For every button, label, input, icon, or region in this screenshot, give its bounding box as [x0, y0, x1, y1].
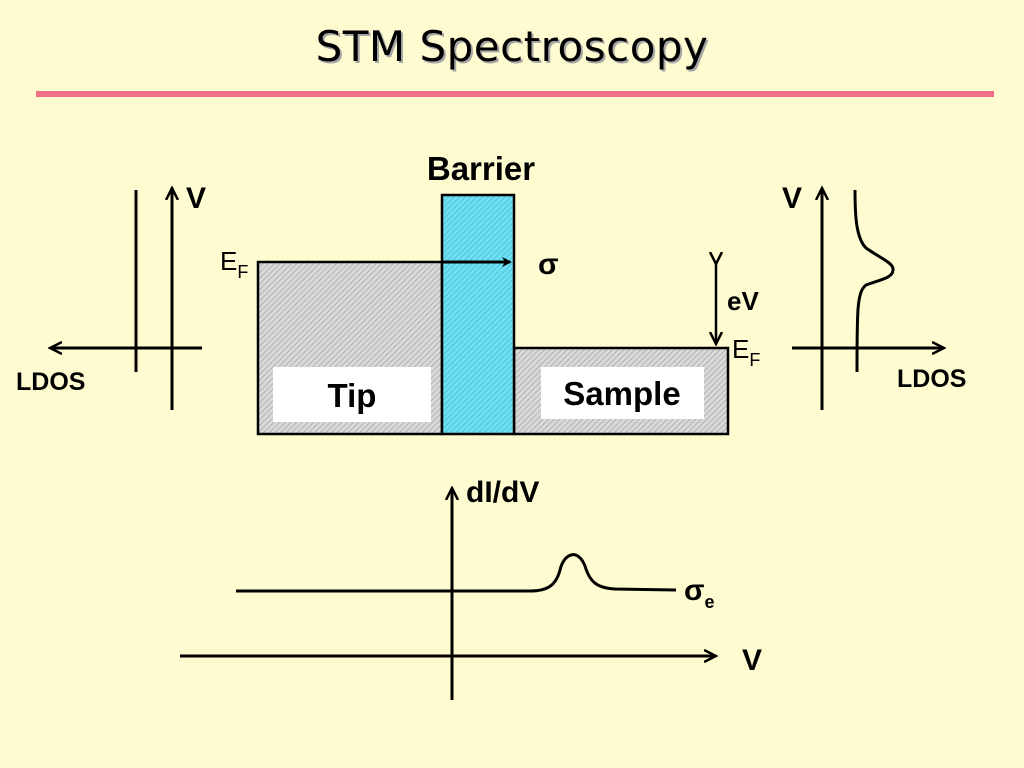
sigma-e-label: σe [684, 574, 715, 612]
tip-label-box [273, 367, 431, 422]
tip-label: Tip [328, 377, 377, 414]
sample-ldos-curve [853, 189, 895, 373]
sample-label: Sample [563, 375, 680, 412]
sample-ldos-plot: V LDOS [782, 182, 966, 410]
tip-v-axis-label: V [186, 182, 206, 215]
didv-axis-label: dI/dV [466, 476, 539, 509]
sample-ldos-axis-label: LDOS [897, 365, 966, 393]
sample-v-axis-label: V [782, 182, 802, 215]
didv-v-axis-label: V [742, 644, 762, 677]
slide-title: STM Spectroscopy [315, 22, 709, 71]
barrier-label: Barrier [427, 150, 535, 187]
didv-plot: dI/dV V σe [180, 476, 762, 700]
sample-label-box [541, 367, 704, 419]
tip-fermi-level-label: EF [220, 246, 248, 282]
tunnel-barrier [440, 193, 516, 436]
sample-fermi-level-label: EF [732, 334, 760, 370]
energy-diagram: Tip Sample Barrier σ EF EF eV [220, 150, 760, 436]
didv-curve [236, 553, 677, 593]
tip-ldos-axis-label: LDOS [16, 368, 85, 396]
sigma-label: σ [538, 248, 559, 281]
tip-ldos-plot: V LDOS [16, 182, 206, 410]
title-underline [36, 91, 994, 97]
bias-label: eV [727, 286, 759, 316]
